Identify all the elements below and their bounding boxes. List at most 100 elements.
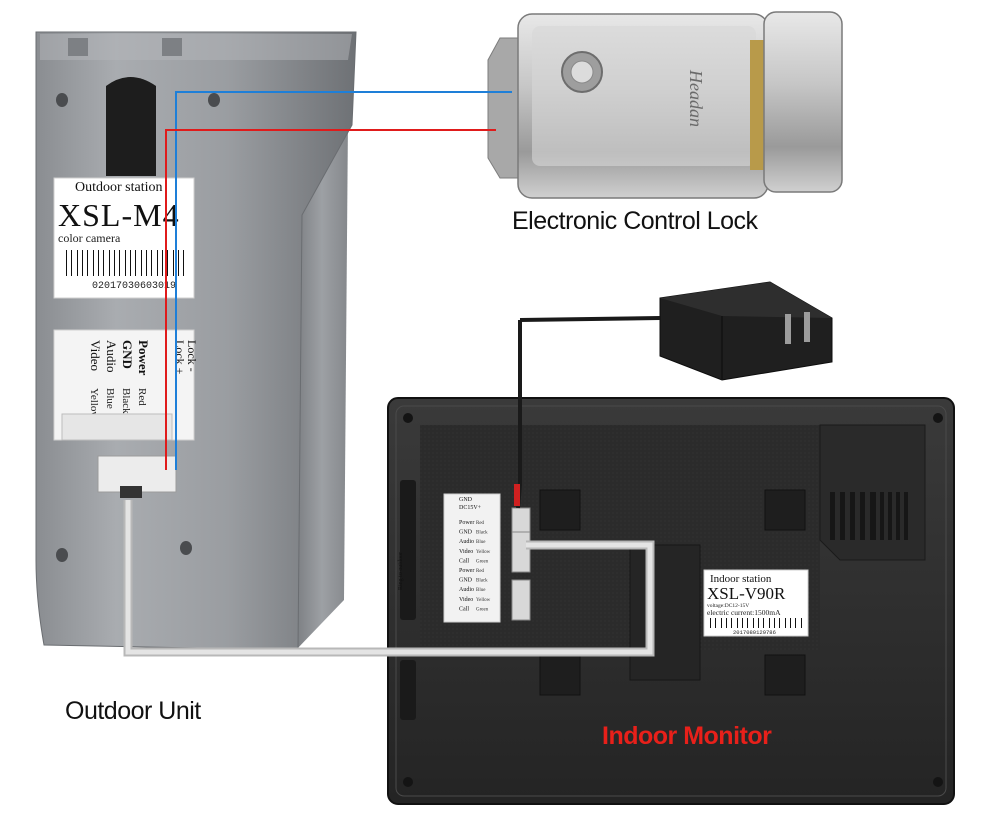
barcode-bar (87, 250, 88, 276)
outdoor-terminal-color: Red (136, 388, 148, 406)
outdoor-terminal-color: Black (120, 388, 132, 414)
barcode-bar (157, 250, 158, 276)
indoor-terminal-color: Black (476, 531, 488, 536)
indoor-terminal-sticker (443, 493, 501, 623)
barcode-bar (785, 618, 786, 628)
outdoor-product-label (53, 177, 195, 299)
indoor-terminal-color: Blue (476, 540, 486, 545)
mount-hole (539, 654, 581, 696)
screw-hole (56, 548, 68, 562)
outdoor-caption: Outdoor Unit (65, 697, 201, 725)
vent-slot (904, 492, 908, 540)
indoor-terminal-name: Power (459, 520, 474, 526)
indoor-terminal-color: Yellow (476, 550, 491, 555)
mount-notch (68, 38, 88, 56)
barcode-bar (790, 618, 791, 628)
indoor-terminal-color: Yellow (476, 598, 491, 603)
terminal-strip (61, 413, 173, 441)
indoor-terminal-name: GND (459, 530, 473, 536)
barcode-bar (742, 618, 743, 628)
indoor-terminal-name: Audio (459, 539, 474, 545)
indoor-model: XSL-V90R (707, 584, 786, 603)
barcode-bar (146, 250, 147, 276)
power-wire-red (514, 484, 520, 506)
barcode-bar (710, 618, 711, 628)
indoor-terminal-color: Red (476, 569, 485, 574)
indoor-voltage: voltage:DC12-15V (707, 603, 749, 609)
indoor-terminal-name: Video (459, 597, 473, 603)
barcode-bar (731, 618, 732, 628)
electronic-lock: Headan (487, 11, 850, 202)
indoor-ring-label: Ring to outdoor (398, 552, 404, 590)
barcode-bar (737, 618, 738, 628)
barcode-bar (82, 250, 83, 276)
monitor-vents (830, 492, 908, 540)
connector-wires (120, 486, 142, 498)
barcode-bar (726, 618, 727, 628)
outdoor-terminal-color: Yellow (88, 388, 100, 419)
indoor-terminal-color: Green (476, 607, 489, 612)
outdoor-barcode (66, 250, 184, 276)
indoor-current: electric current:1500mA (707, 608, 781, 617)
outdoor-terminal-name: GND (120, 340, 135, 369)
outdoor-connector-2 (511, 579, 531, 621)
indoor-terminal-color: Green (476, 559, 489, 564)
vent-slot (888, 492, 892, 540)
outdoor-model: XSL-M4 (58, 197, 180, 233)
indoor-power-label: DC15V+ (459, 505, 482, 511)
barcode-bar (66, 250, 67, 276)
vent-slot (850, 492, 855, 540)
barcode-bar (71, 250, 72, 276)
barcode-bar (162, 250, 163, 276)
barcode-bar (801, 618, 802, 628)
video-cable-highlight (125, 500, 653, 655)
barcode-bar (114, 250, 115, 276)
outdoor-label-heading: Outdoor station (75, 180, 163, 195)
indoor-terminal-name: GND (459, 578, 473, 584)
indoor-barcode (710, 618, 802, 628)
indoor-terminal-name: Call (459, 558, 469, 564)
indoor-serial: 2017080129786 (733, 629, 776, 636)
adapter-prong (785, 314, 791, 344)
barcode-bar (173, 250, 174, 276)
screw-hole (56, 93, 68, 107)
indoor-terminal-name: Video (459, 549, 473, 555)
outdoor-terminal-name: Power (136, 340, 151, 376)
barcode-bar (721, 618, 722, 628)
mount-hole (764, 654, 806, 696)
barcode-bar (769, 618, 770, 628)
indoor-terminal-name: Audio (459, 587, 474, 593)
barcode-bar (747, 618, 748, 628)
barcode-bar (774, 618, 775, 628)
mount-notch (162, 38, 182, 56)
indoor-caption: Indoor Monitor (602, 722, 772, 750)
barcode-bar (753, 618, 754, 628)
barcode-bar (151, 250, 152, 276)
vent-slot (860, 492, 865, 540)
barcode-bar (758, 618, 759, 628)
vent-slot (840, 492, 845, 540)
vent-slot (830, 492, 835, 540)
barcode-bar (135, 250, 136, 276)
lock-caption: Electronic Control Lock (512, 207, 758, 235)
outdoor-terminal-name: Video (88, 340, 103, 371)
power-cable (516, 320, 522, 509)
screw-hole (180, 541, 192, 555)
cable-slot (106, 77, 156, 176)
indoor-power-label: GND (459, 497, 473, 503)
barcode-bar (77, 250, 78, 276)
vent-slot (896, 492, 900, 540)
mount-hole (539, 489, 581, 531)
lock-plus-wire (165, 129, 496, 470)
barcode-bar (183, 250, 184, 276)
barcode-bar (178, 250, 179, 276)
barcode-bar (109, 250, 110, 276)
outdoor-terminal-name: Audio (104, 340, 119, 373)
side-bracket (400, 660, 416, 720)
power-cable (519, 316, 661, 322)
barcode-bar (125, 250, 126, 276)
outdoor-unit: Outdoor station XSL-M4 color camera 0201… (35, 31, 357, 651)
barcode-bar (779, 618, 780, 628)
